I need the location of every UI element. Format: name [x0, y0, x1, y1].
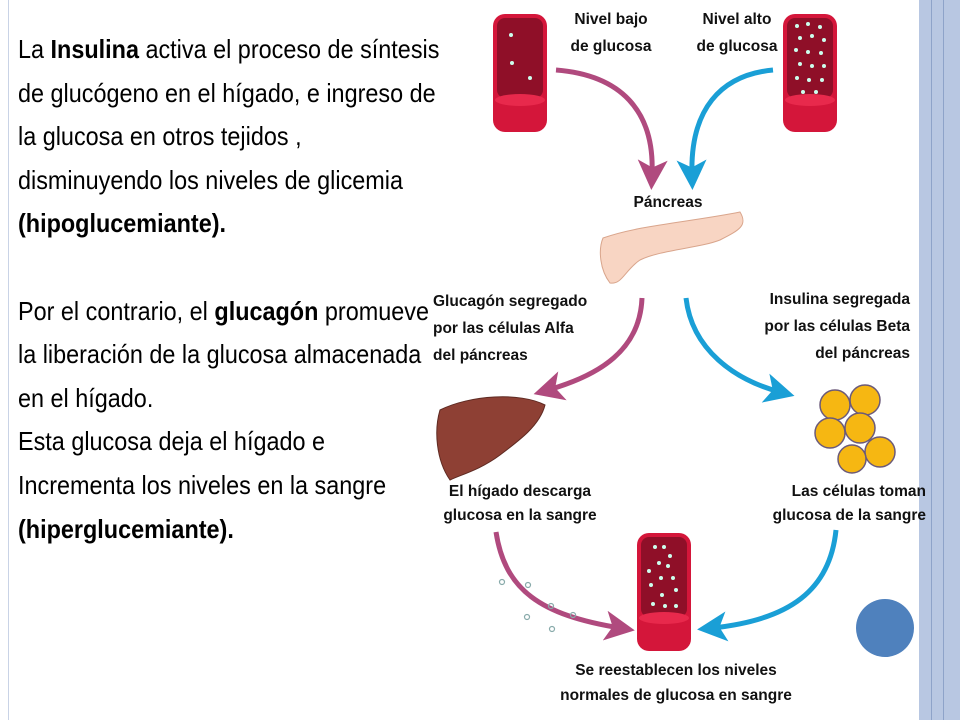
label-low-glucose: Nivel bajo de glucosa	[570, 11, 652, 55]
fat-cells-icon	[814, 384, 896, 474]
slide-border	[8, 0, 9, 720]
label-normal-levels: Se reestablecen los niveles normales de …	[560, 662, 792, 704]
paragraph-glucagon: Por el contrario, el glucagón promueve l…	[18, 295, 429, 413]
arrow-liver-to-blood	[493, 531, 635, 641]
label-high-glucose: Nivel alto de glucosa	[696, 11, 778, 55]
arrow-pancreas-to-cells	[683, 297, 795, 403]
arrow-cells-to-blood	[697, 529, 839, 642]
arrow-high-to-pancreas	[676, 67, 774, 190]
decorative-stripe	[919, 0, 960, 720]
paragraph-liver: Esta glucosa deja el hígado e Incrementa…	[18, 426, 387, 544]
label-liver: El hígado descarga glucosa en la sangre	[443, 483, 597, 524]
paragraph-insulin: La Insulina activa el proceso de síntesi…	[18, 34, 440, 239]
liver-icon	[436, 396, 546, 481]
decorative-circle	[856, 599, 914, 657]
arrow-low-to-pancreas	[555, 67, 668, 190]
blood-vessel-high-glucose-icon	[783, 14, 837, 132]
arrow-pancreas-to-liver	[533, 297, 645, 401]
label-cells: Las células toman glucosa de la sangre	[772, 483, 926, 524]
blood-vessel-low-glucose-icon	[493, 14, 547, 132]
blood-vessel-normal-glucose-icon	[637, 533, 691, 651]
label-pancreas: Páncreas	[633, 194, 703, 211]
label-glucagon: Glucagón segregado por las células Alfa …	[433, 293, 588, 364]
pancreas-icon	[599, 211, 744, 284]
glucose-particles-icon	[498, 578, 577, 633]
slide-body-text: La Insulina activa el proceso de síntesi…	[18, 28, 441, 551]
label-insulin: Insulina segregada por las células Beta …	[764, 291, 910, 362]
